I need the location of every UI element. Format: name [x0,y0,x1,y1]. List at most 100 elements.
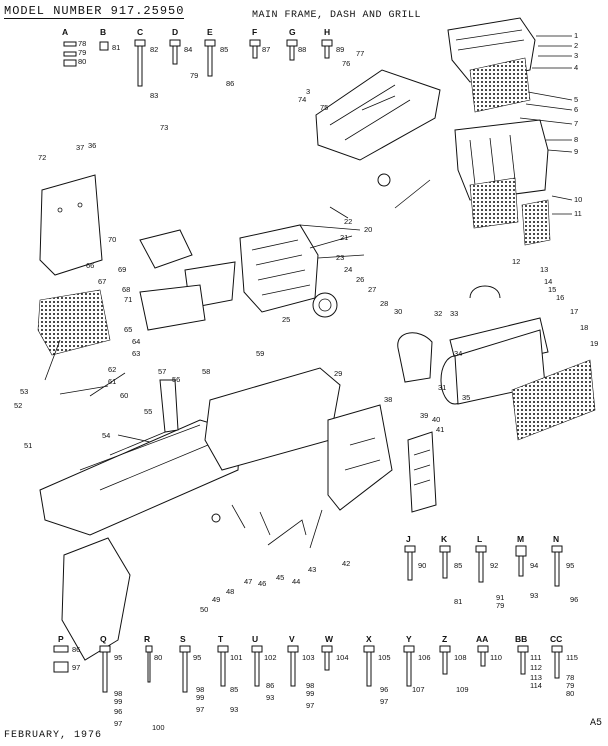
callout: 12 [512,257,520,266]
callout: 8 [574,135,578,144]
hw-part: 86 [72,645,80,654]
hw-part: 93 [530,591,538,600]
callout: 74 [298,95,306,104]
callout: 44 [292,577,300,586]
callout: 10 [574,195,582,204]
hw-part: 99 [306,689,314,698]
hw-part: 94 [530,561,538,570]
hw-part: 112 [530,663,542,672]
hw-part: 79 [78,48,86,57]
hw-letter-X: X [366,634,372,644]
callout: 13 [540,265,548,274]
hw-part: 98 [114,689,122,698]
hw-letter-V: V [289,634,295,644]
hw-part: 110 [490,653,502,662]
callout: 71 [124,295,132,304]
hw-letter-B: B [100,27,106,37]
callout: 39 [420,411,428,420]
callout: 69 [118,265,126,274]
callout: 36 [88,141,96,150]
callout: 22 [344,217,352,226]
rod [394,179,431,209]
callout: 54 [102,431,110,440]
hw-part: 105 [378,653,391,662]
callout: 6 [574,105,578,114]
callout: 16 [556,293,564,302]
model-number: MODEL NUMBER 917.25950 [4,4,185,19]
hw-part: 98 [306,681,314,690]
hw-part: 108 [454,653,467,662]
hw-part: 78 [78,39,86,48]
hw-part: 98 [196,685,204,694]
callout: 43 [308,565,316,574]
hw-part: 97 [306,701,314,710]
hw-part: 114 [530,681,542,690]
hw-letter-R: R [144,634,150,644]
rod-bracket [267,519,307,546]
callout: 72 [38,153,46,162]
hw-part: 93 [230,705,238,714]
diagram-title: MAIN FRAME, DASH AND GRILL [252,10,422,21]
grill-housing [447,17,551,246]
callout: 26 [356,275,364,284]
hw-letter-Y: Y [406,634,412,644]
hood-panel [315,69,441,161]
hw-letter-Z: Z [442,634,447,644]
callout: 1 [574,31,578,40]
callout: 59 [256,349,264,358]
hw-letter-Q: Q [100,634,107,644]
hw-part: 79 [190,71,198,80]
callout: 73 [160,123,168,132]
callout: 31 [438,383,446,392]
callout: 18 [580,323,588,332]
hw-letter-AA: AA [476,634,488,644]
hw-part: 80 [78,57,86,66]
rod [309,509,323,549]
hardware-icons [53,39,563,693]
hw-letter-CC: CC [550,634,562,644]
callout: 32 [434,309,442,318]
callout: 21 [340,233,348,242]
callout: 33 [450,309,458,318]
callout: 61 [108,377,116,386]
hw-part: 82 [150,45,158,54]
hw-letter-A: A [62,27,68,37]
hw-letter-F: F [252,27,257,37]
callout: 3 [574,51,578,60]
callout: 49 [212,595,220,604]
callout: 67 [98,277,106,286]
dash-panel [37,174,236,356]
hw-letter-S: S [180,634,186,644]
hw-part: 95 [193,653,201,662]
callout: 11 [574,209,582,218]
hw-part: 81 [112,43,120,52]
callout: 29 [334,369,342,378]
callout: 53 [20,387,28,396]
callout: 62 [108,365,116,374]
callout: 4 [574,63,578,72]
muffler-assembly [397,285,596,441]
hw-part: 107 [412,685,425,694]
hw-part: 86 [226,79,234,88]
callout: 38 [384,395,392,404]
callout: 15 [548,285,556,294]
callout: 24 [344,265,352,274]
hw-letter-M: M [517,534,524,544]
callout: 60 [120,391,128,400]
callout: 55 [144,407,152,416]
callout: 46 [258,579,266,588]
callout: 17 [570,307,578,316]
callout: 48 [226,587,234,596]
hw-part: 100 [152,723,165,732]
callout: 68 [122,285,130,294]
washer [211,513,221,523]
hw-letter-C: C [137,27,143,37]
hw-part: 85 [454,561,462,570]
page-code: A5 [590,718,603,729]
hw-part: 80 [566,689,574,698]
hw-part: 96 [114,707,122,716]
callout: 30 [394,307,402,316]
callout: 37 [76,143,84,152]
hw-part: 104 [336,653,349,662]
callout: 34 [454,349,462,358]
